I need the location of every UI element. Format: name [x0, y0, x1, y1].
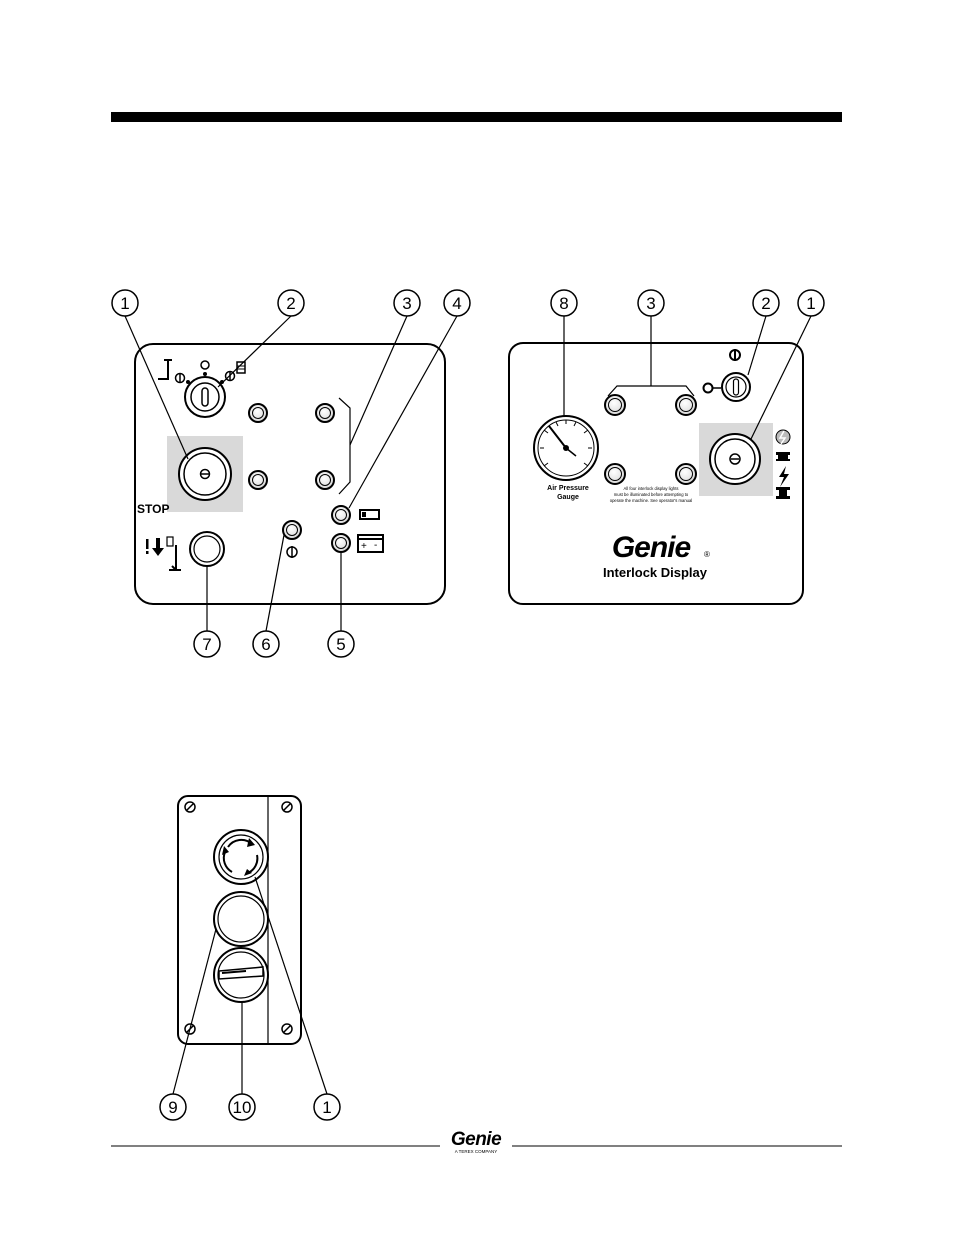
- svg-text:3: 3: [646, 294, 655, 313]
- battery-charge-light: [332, 534, 350, 552]
- key-switch[interactable]: [722, 373, 750, 401]
- interlock-light: [249, 471, 267, 489]
- key-switch[interactable]: [185, 377, 225, 417]
- interlock-light: [676, 395, 696, 415]
- stop-label: STOP: [137, 502, 169, 516]
- power-on-light: [283, 521, 301, 539]
- battery-icon: + -: [358, 535, 383, 552]
- selector-switch[interactable]: [214, 948, 268, 1002]
- interlock-note-line1: All four interlock display lights: [624, 486, 679, 491]
- svg-text:1: 1: [322, 1098, 331, 1117]
- svg-text:7: 7: [202, 635, 211, 654]
- emergency-lowering-button[interactable]: [190, 532, 224, 566]
- screw-icon: [282, 802, 292, 812]
- left-control-panel: STOP: [112, 290, 470, 657]
- interlock-note-line3: operate the machine. See operator's manu…: [610, 498, 693, 503]
- svg-text:1: 1: [120, 294, 129, 313]
- svg-text:4: 4: [452, 294, 461, 313]
- genie-logo: Genie: [612, 531, 691, 564]
- footer-tagline: A TEREX COMPANY: [455, 1149, 498, 1154]
- svg-text:-: -: [374, 540, 377, 551]
- svg-text:9: 9: [168, 1098, 177, 1117]
- svg-text:8: 8: [559, 294, 568, 313]
- screw-icon: [185, 802, 195, 812]
- svg-text:5: 5: [336, 635, 345, 654]
- svg-text:+: +: [361, 541, 367, 552]
- air-pressure-gauge: [534, 416, 598, 480]
- interlock-light: [676, 464, 696, 484]
- button-pressed-icon: [776, 452, 790, 461]
- emergency-stop-button[interactable]: [214, 830, 268, 884]
- svg-text:2: 2: [761, 294, 770, 313]
- registered-mark: ®: [704, 550, 710, 559]
- interlock-light: [605, 395, 625, 415]
- interlock-light: [316, 404, 334, 422]
- interlock-light: [316, 471, 334, 489]
- emergency-stop-button[interactable]: [710, 434, 760, 484]
- footer-genie-logo: Genie: [451, 1129, 502, 1150]
- low-battery-light: [332, 506, 350, 524]
- header-rule: [111, 112, 842, 122]
- pendant-control-box: 9 10 1: [160, 796, 340, 1120]
- svg-text:1: 1: [806, 294, 815, 313]
- start-button[interactable]: [214, 892, 268, 946]
- svg-text:10: 10: [233, 1098, 252, 1117]
- interlock-display-title: Interlock Display: [603, 565, 708, 580]
- interlock-note-line2: must be illuminated before attempting to: [614, 492, 689, 497]
- gauge-label-line1: Air Pressure: [547, 485, 589, 492]
- gauge-label-line2: Gauge: [557, 494, 579, 501]
- screw-icon: [282, 1024, 292, 1034]
- svg-text:2: 2: [286, 294, 295, 313]
- interlock-light: [605, 464, 625, 484]
- svg-text:6: 6: [261, 635, 270, 654]
- svg-text:3: 3: [402, 294, 411, 313]
- interlock-display-panel: Air Pressure Gauge All four interlock di…: [509, 290, 824, 604]
- page-footer: Genie A TEREX COMPANY: [111, 1129, 842, 1154]
- interlock-light: [249, 404, 267, 422]
